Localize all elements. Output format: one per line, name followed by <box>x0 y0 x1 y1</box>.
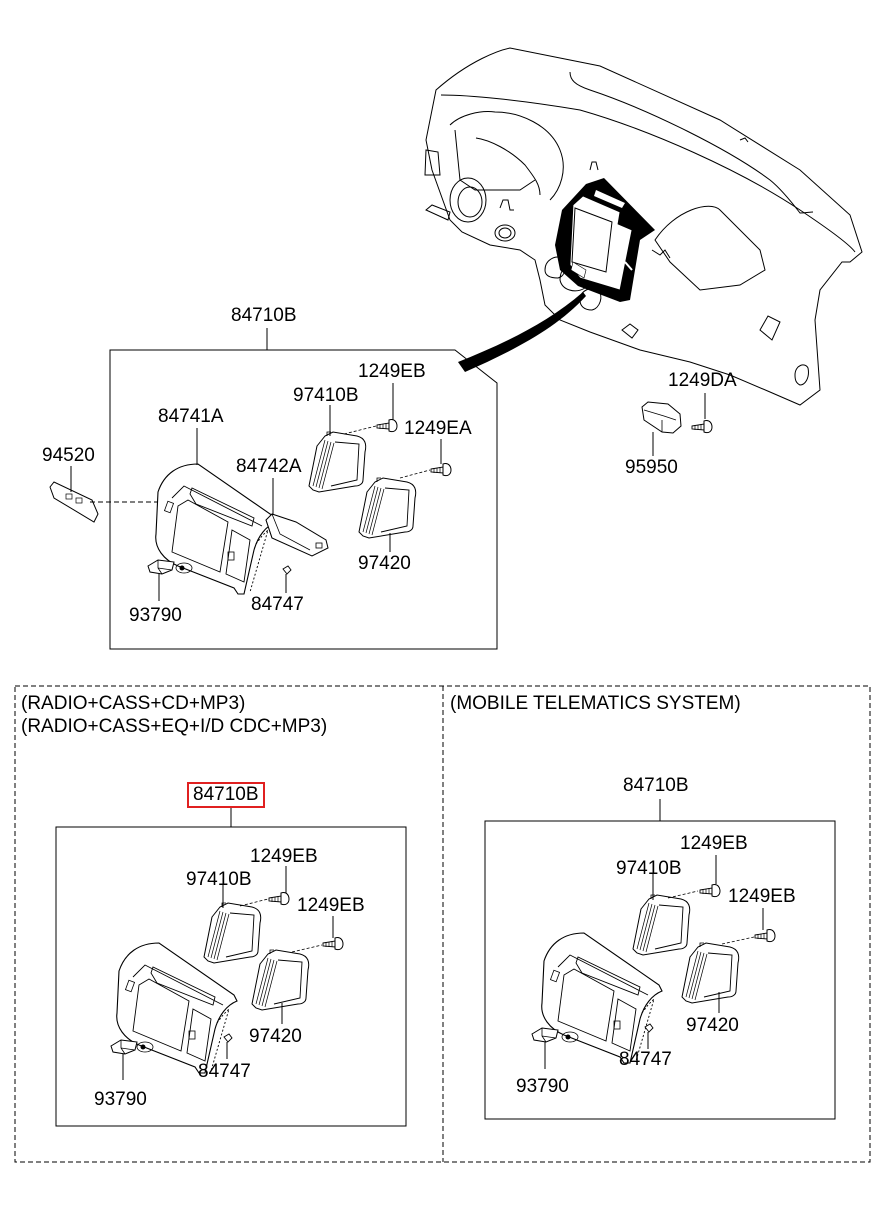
part-label-95950[interactable]: 95950 <box>625 457 678 478</box>
v2-vent-97420-drawing <box>681 942 740 1004</box>
screw-1249EA-drawing <box>430 463 452 477</box>
variant-2-part-label-97420[interactable]: 97420 <box>686 1015 739 1036</box>
variant-2-part-label-97410B[interactable]: 97410B <box>616 858 682 879</box>
part-label-97410B[interactable]: 97410B <box>293 385 359 406</box>
part-label-97420[interactable]: 97420 <box>358 553 411 574</box>
v1-screw-b-drawing <box>322 937 344 951</box>
part-label-1249EA[interactable]: 1249EA <box>404 418 472 439</box>
v2-switch-drawing <box>531 1027 559 1043</box>
part-95950-drawing <box>641 401 682 434</box>
screw-1249DA-drawing <box>691 420 713 434</box>
facia-location-highlight <box>555 178 655 302</box>
variant-1-part-label-97410B[interactable]: 97410B <box>186 869 252 890</box>
part-84741A-drawing <box>155 463 277 595</box>
part-84742A-drawing <box>265 513 329 557</box>
variant-1-part-label-1249EB-2[interactable]: 1249EB <box>297 895 365 916</box>
part-label-1249DA[interactable]: 1249DA <box>668 370 737 391</box>
v2-screw-b-drawing <box>754 929 776 943</box>
v2-screw-a-drawing <box>699 884 721 898</box>
dashboard-illustration <box>424 47 863 406</box>
variant-1-part-label-93790[interactable]: 93790 <box>94 1089 147 1110</box>
variant-1-frame <box>55 826 407 1127</box>
variant-2-assembly-label[interactable]: 84710B <box>623 775 689 796</box>
part-97410B-drawing <box>308 431 367 493</box>
part-label-84741A[interactable]: 84741A <box>158 406 224 427</box>
part-97420-drawing <box>358 477 417 539</box>
variant-1-caption-1: (RADIO+CASS+CD+MP3) <box>21 693 246 714</box>
variant-2-part-label-84747[interactable]: 84747 <box>619 1049 672 1070</box>
variant-2-caption: (MOBILE TELEMATICS SYSTEM) <box>450 693 741 714</box>
part-label-84710B[interactable]: 84710B <box>231 305 297 326</box>
variant-2-frame <box>484 820 836 1120</box>
v1-vent-97410B-drawing <box>203 902 262 964</box>
variant-2-part-label-1249EB[interactable]: 1249EB <box>680 833 748 854</box>
variant-1-caption-2: (RADIO+CASS+EQ+I/D CDC+MP3) <box>21 716 328 737</box>
v1-clip-drawing <box>223 1033 233 1043</box>
main-assembly-frame <box>109 349 498 650</box>
variant-2-part-label-1249EB-2[interactable]: 1249EB <box>728 886 796 907</box>
part-93790-drawing <box>147 559 175 575</box>
variant-1-part-label-1249EB[interactable]: 1249EB <box>250 846 318 867</box>
variant-1-part-label-84747[interactable]: 84747 <box>198 1061 251 1082</box>
part-84747-drawing <box>282 565 292 575</box>
part-label-94520[interactable]: 94520 <box>42 445 95 466</box>
part-label-93790[interactable]: 93790 <box>129 605 182 626</box>
part-label-84742A[interactable]: 84742A <box>236 456 302 477</box>
v1-vent-97420-drawing <box>251 949 310 1011</box>
screw-1249EB-drawing <box>376 419 398 433</box>
v1-screw-a-drawing <box>268 892 290 906</box>
v2-vent-97410B-drawing <box>632 894 691 956</box>
variant-1-assembly-label-highlighted[interactable]: 84710B <box>187 782 265 808</box>
part-94520-drawing <box>49 481 99 523</box>
v1-switch-drawing <box>110 1039 138 1055</box>
variant-2-part-label-93790[interactable]: 93790 <box>516 1076 569 1097</box>
part-label-84747[interactable]: 84747 <box>251 594 304 615</box>
variant-1-part-label-97420[interactable]: 97420 <box>249 1026 302 1047</box>
part-label-1249EB[interactable]: 1249EB <box>358 361 426 382</box>
callout-wedge <box>458 292 586 372</box>
